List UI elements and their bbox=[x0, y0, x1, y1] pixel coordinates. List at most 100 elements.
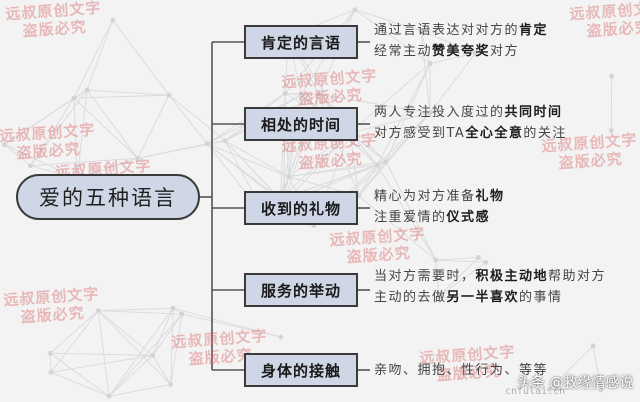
background-link bbox=[420, 30, 431, 64]
background-link bbox=[49, 310, 99, 354]
branch-description: 亲吻、拥抱、性行为、等等 bbox=[374, 360, 548, 381]
background-link bbox=[49, 353, 52, 373]
background-link bbox=[549, 388, 602, 391]
description-line: 通过言语表达对对方的肯定 bbox=[374, 23, 549, 38]
background-link bbox=[280, 132, 351, 200]
background-link bbox=[358, 164, 378, 197]
background-dot bbox=[282, 91, 288, 96]
background-link bbox=[358, 161, 387, 197]
branch-node-gifts: 收到的礼物 bbox=[244, 191, 358, 225]
branch-node-affirming-words: 肯定的言语 bbox=[244, 25, 358, 59]
background-link bbox=[172, 307, 281, 338]
background-link bbox=[86, 19, 114, 91]
background-link bbox=[30, 157, 138, 167]
branch-description: 当对方需要时，积极主动地帮助对方 主动的去做另一半喜欢的事情 bbox=[374, 266, 606, 308]
background-dot bbox=[546, 386, 552, 392]
background-dot bbox=[47, 350, 53, 356]
background-dot bbox=[135, 155, 141, 161]
background-dot bbox=[278, 334, 284, 340]
background-link bbox=[97, 310, 154, 356]
branch-label: 服务的举动 bbox=[260, 281, 341, 300]
branch-label: 相处的时间 bbox=[260, 115, 341, 134]
background-link bbox=[288, 161, 386, 178]
description-line: 当对方需要时，积极主动地帮助对方 bbox=[374, 269, 607, 284]
background-link bbox=[181, 313, 281, 338]
background-link bbox=[112, 19, 170, 96]
background-dot bbox=[286, 174, 291, 180]
background-link bbox=[549, 345, 594, 390]
background-link bbox=[206, 143, 281, 200]
branch-node-quality-time: 相处的时间 bbox=[244, 107, 358, 141]
background-dot bbox=[222, 138, 228, 144]
background-dot bbox=[418, 28, 424, 34]
branch-description: 精心为对方准备礼物 注重爱情的仪式感 bbox=[374, 186, 505, 228]
background-dot bbox=[352, 7, 358, 13]
background-dot bbox=[608, 128, 614, 134]
background-link bbox=[429, 52, 476, 114]
background-link bbox=[420, 30, 431, 113]
background-link bbox=[152, 313, 183, 356]
root-label: 爱的五种语言 bbox=[39, 186, 177, 210]
background-link bbox=[152, 355, 172, 385]
background-link bbox=[438, 262, 486, 297]
background-dot bbox=[598, 387, 604, 393]
background-link bbox=[73, 19, 114, 99]
watermark: 远叔原创文字盗版必究 bbox=[2, 284, 100, 327]
background-link bbox=[137, 143, 208, 159]
background-dot bbox=[473, 50, 478, 56]
description-line: 主动的去做另一半喜欢的事情 bbox=[374, 290, 563, 305]
background-link bbox=[73, 98, 78, 179]
watermark: 远叔原创文字盗版必究 bbox=[280, 66, 378, 109]
background-dot bbox=[436, 293, 442, 299]
background-dot bbox=[383, 159, 389, 164]
background-dot bbox=[433, 257, 439, 263]
description-line: 两人专注投入度过的共同时间 bbox=[374, 105, 563, 120]
background-link bbox=[206, 143, 289, 178]
background-link bbox=[73, 97, 139, 159]
background-dot bbox=[374, 162, 380, 168]
background-dot bbox=[95, 308, 101, 314]
background-dot bbox=[166, 92, 172, 98]
background-link bbox=[354, 9, 431, 64]
background-dot bbox=[48, 369, 54, 375]
background-link bbox=[30, 89, 88, 167]
background-link bbox=[358, 195, 437, 261]
background-link bbox=[98, 307, 174, 312]
background-link bbox=[429, 52, 476, 64]
description-line: 精心为对方准备礼物 bbox=[374, 189, 505, 204]
watermark: 远叔原创文字盗版必究 bbox=[568, 0, 640, 41]
background-link bbox=[376, 63, 431, 166]
background-link bbox=[435, 259, 486, 263]
watermark: 远叔原创文字盗版必究 bbox=[4, 0, 102, 41]
background-dot bbox=[179, 311, 185, 317]
description-line: 亲吻、拥抱、性行为、等等 bbox=[374, 363, 549, 378]
background-link bbox=[385, 161, 437, 261]
background-link bbox=[152, 307, 174, 356]
background-link bbox=[224, 140, 281, 200]
background-link bbox=[97, 310, 110, 397]
background-link bbox=[108, 313, 183, 397]
background-link bbox=[137, 94, 170, 159]
background-link bbox=[50, 354, 153, 373]
background-link bbox=[98, 310, 183, 315]
background-dot bbox=[2, 142, 7, 148]
background-link bbox=[108, 307, 174, 397]
background-dot bbox=[427, 110, 433, 116]
background-dot bbox=[28, 163, 33, 169]
background-link bbox=[108, 355, 154, 397]
background-link bbox=[354, 9, 421, 32]
background-link bbox=[224, 140, 289, 178]
background-link bbox=[76, 89, 88, 179]
branch-node-physical-touch: 身体的接触 bbox=[244, 353, 358, 387]
background-link bbox=[168, 94, 208, 145]
background-dot bbox=[590, 343, 596, 349]
branch-label: 收到的礼物 bbox=[260, 199, 341, 218]
branch-label: 肯定的言语 bbox=[260, 33, 341, 52]
background-dot bbox=[84, 87, 90, 93]
background-link bbox=[4, 144, 78, 180]
background-link bbox=[97, 310, 172, 385]
branch-description: 两人专注投入度过的共同时间 对方感受到TA全心全意的关注 bbox=[374, 102, 567, 144]
background-link bbox=[87, 89, 170, 96]
background-link bbox=[349, 112, 431, 134]
